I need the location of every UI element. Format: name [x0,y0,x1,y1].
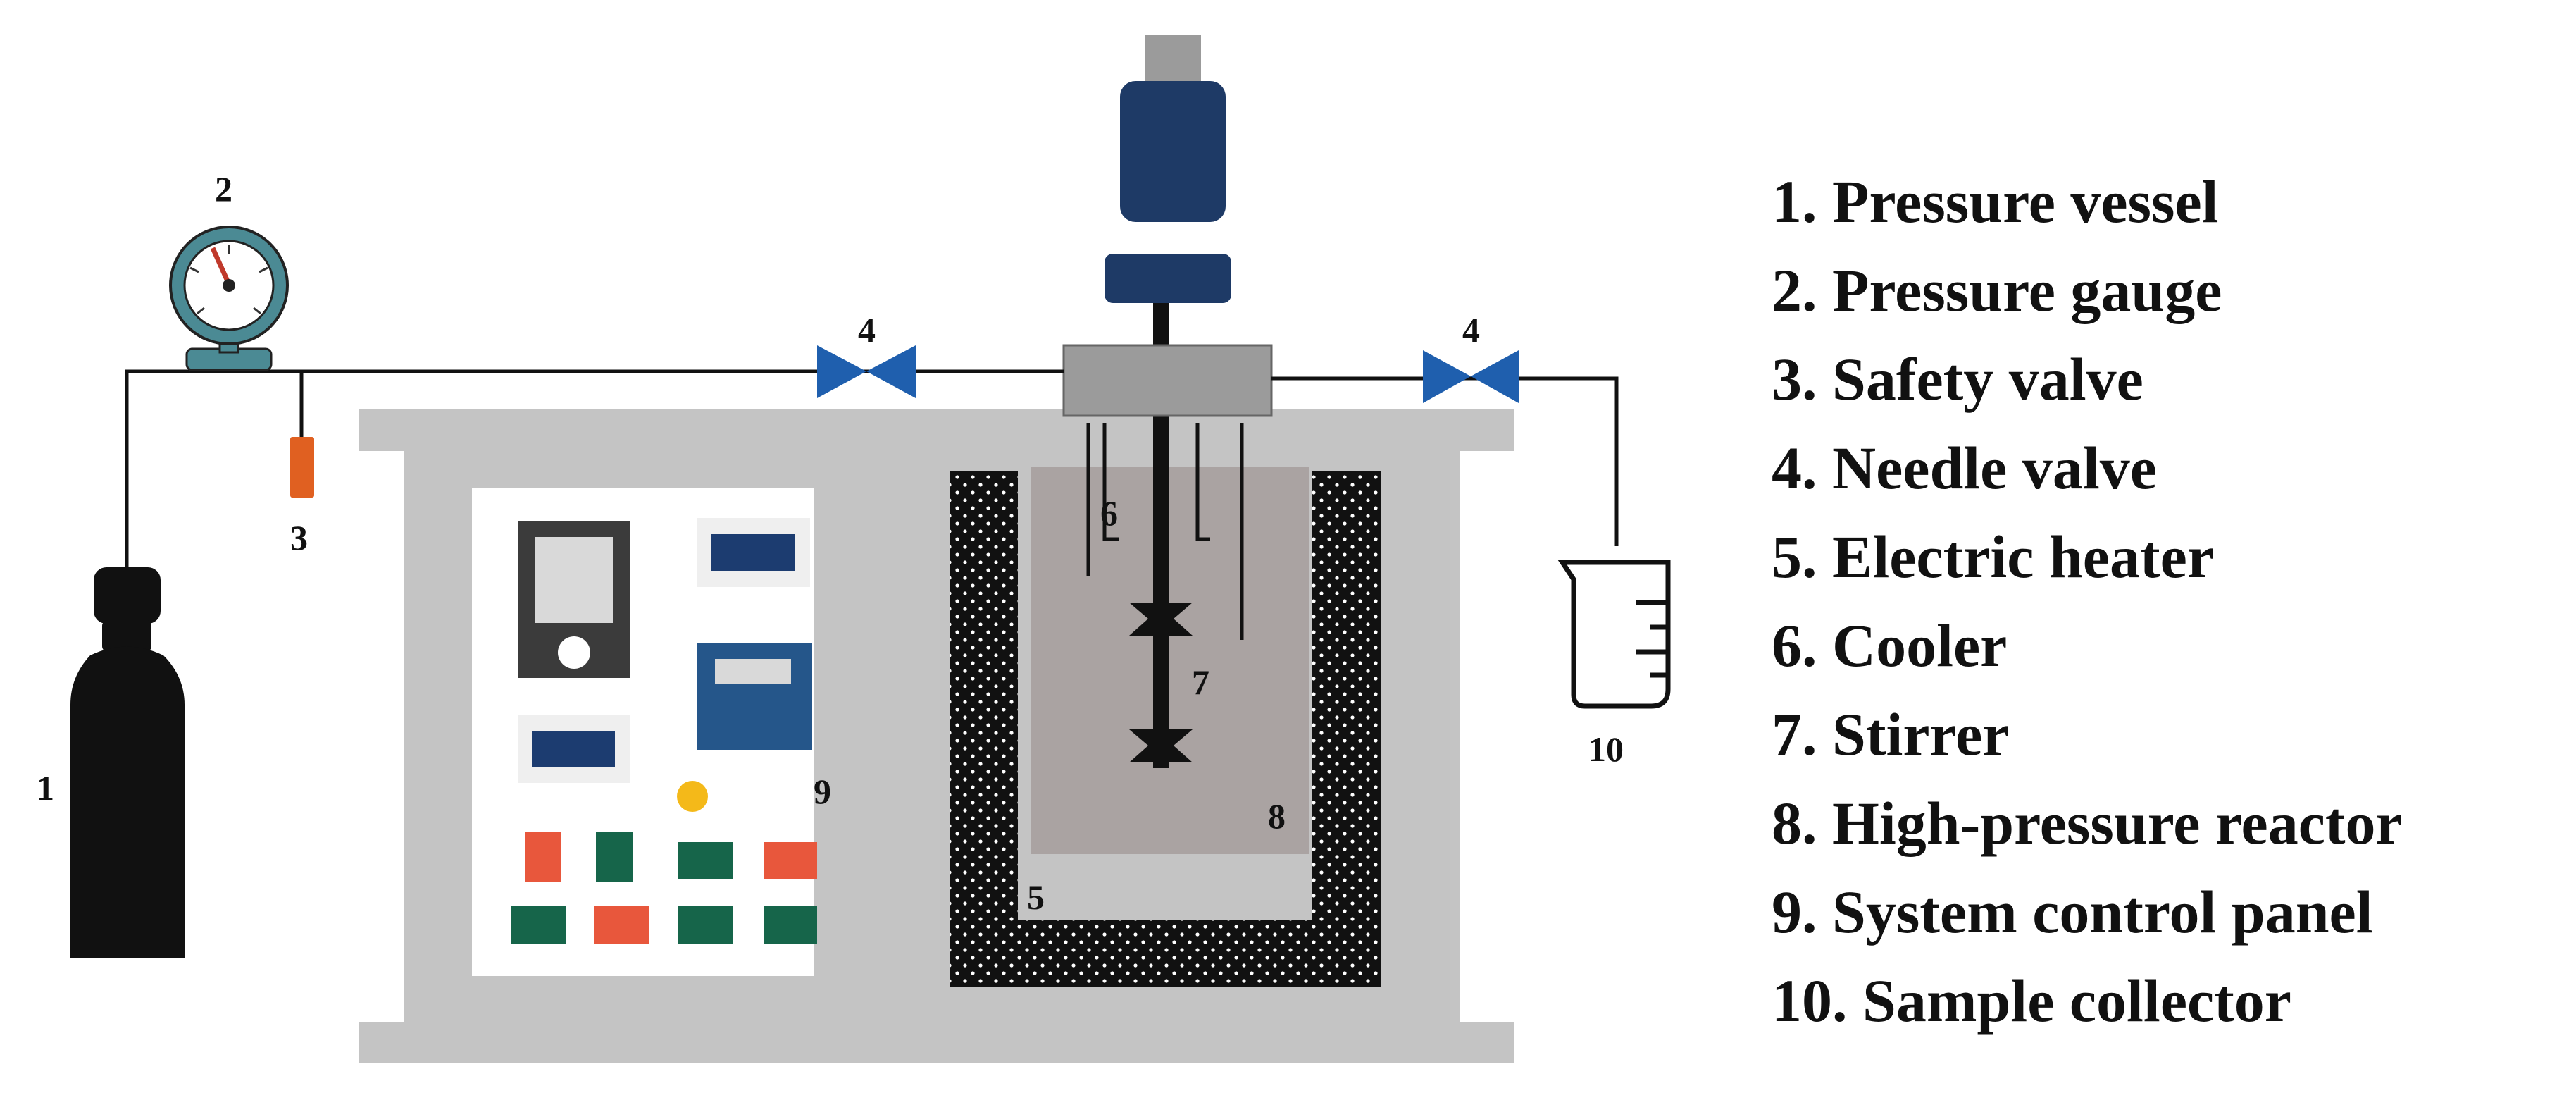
legend-item: 9. System control panel [1772,878,2373,946]
beaker-outline [1557,560,1671,709]
sample-collector [1557,560,1671,709]
gauge-pivot [223,279,235,292]
safety-valve [290,437,314,498]
callout-3: 3 [290,518,308,557]
pipe-outlet-line [1271,376,1619,546]
stirrer-impeller-upper [1129,603,1193,636]
legend-item: 6. Cooler [1772,612,2007,679]
heater-jacket [950,471,1381,987]
indicator-light [677,781,708,812]
control-monitor-knob [558,636,590,669]
frame-top-bar [359,409,1514,451]
callout-10: 10 [1588,729,1624,769]
panel-button [764,842,817,879]
gauge-ticks [189,245,268,315]
display-left-screen [532,731,615,767]
frame-base-bar [359,1022,1514,1063]
callout-9: 9 [814,772,831,811]
panel-button [596,832,633,882]
stirrer-motor [1105,35,1231,303]
panel-button [525,832,561,882]
callout-6: 6 [1100,493,1118,533]
system-control-panel [472,488,817,976]
cooler-coil [1086,423,1244,640]
motor-top-cap [1145,35,1201,83]
callout-4-left: 4 [858,310,876,350]
panel-button [678,906,733,944]
callout-1: 1 [37,768,54,808]
display-top-screen [711,534,795,571]
motor-coupling [1105,254,1231,303]
panel-button [678,842,733,879]
control-monitor-screen [535,537,613,623]
callout-7: 7 [1192,662,1209,702]
cylinder-valve-head [94,567,161,624]
high-pressure-reactor [1031,467,1309,854]
stirrer [1129,303,1193,768]
gas-piping [125,369,1619,567]
legend-item: 4. Needle valve [1772,434,2157,502]
callout-5: 5 [1027,877,1045,917]
callout-numbers: 1 2 3 4 4 5 6 7 8 9 10 [37,169,1624,917]
legend-item: 1. Pressure vessel [1772,168,2219,235]
controller-unit [697,643,812,750]
reactor-lid-flange [1062,344,1273,417]
panel-button [764,906,817,944]
panel-button [594,906,649,944]
legend: 1. Pressure vessel 2. Pressure gauge 3. … [1772,168,2403,1035]
panel-button [511,906,566,944]
pipe-inlet-line [125,369,1064,567]
legend-item: 7. Stirrer [1772,700,2010,768]
needle-valve-left [817,345,916,398]
cylinder-body [70,646,185,958]
legend-item: 2. Pressure gauge [1772,257,2222,324]
cylinder-neck [102,620,151,652]
controller-screen [715,659,791,684]
legend-item: 3. Safety valve [1772,345,2143,413]
electric-heater [950,471,1381,987]
legend-item: 5. Electric heater [1772,523,2214,591]
callout-4-right: 4 [1462,310,1480,350]
stirrer-shaft [1153,303,1169,768]
needle-valve-right [1423,350,1519,403]
callout-8: 8 [1268,796,1286,836]
callout-2: 2 [215,169,232,209]
pressure-vessel [70,567,185,958]
pressure-gauge [169,226,289,371]
legend-item: 10. Sample collector [1772,967,2291,1035]
legend-item: 8. High-pressure reactor [1772,789,2403,857]
stirrer-impeller-lower [1129,729,1193,762]
motor-body [1120,81,1226,222]
